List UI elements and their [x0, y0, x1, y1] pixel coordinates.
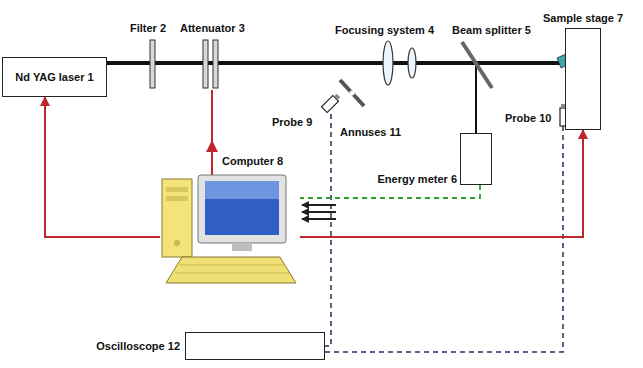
- sample-stage-box: Sample stage 7: [565, 28, 601, 130]
- probe-9: [322, 93, 342, 113]
- input-arrow: [302, 204, 336, 206]
- signal-connector: [300, 130, 583, 237]
- part-label: Filter 2: [130, 22, 166, 35]
- laser-box: Nd YAG laser 1: [2, 57, 107, 97]
- signal-connector: [45, 97, 160, 237]
- signal-connector: [300, 185, 480, 198]
- lens: [383, 41, 393, 85]
- part-label: Probe 10: [505, 112, 551, 125]
- node-label: Sample stage 7: [543, 12, 623, 25]
- beam-splitter: [462, 42, 492, 88]
- part-label: Probe 9: [272, 116, 312, 129]
- node-label: Computer 8: [222, 155, 283, 168]
- attenuator-plate: [203, 40, 208, 88]
- part-label: Focusing system 4: [335, 24, 434, 37]
- node-label: Nd YAG laser 1: [15, 71, 93, 84]
- split-beam: [475, 63, 477, 133]
- lens: [408, 48, 416, 78]
- input-arrow: [302, 211, 336, 213]
- input-arrow: [302, 218, 336, 220]
- part-label: Annuses 11: [340, 126, 401, 139]
- wire-arrow: [206, 140, 218, 152]
- probe-cable: [325, 126, 563, 352]
- computer-illustration: [160, 155, 300, 290]
- laser-beam: [107, 61, 565, 65]
- filter-plate: [150, 40, 155, 88]
- probe-cable: [325, 114, 331, 346]
- part-label: Beam splitter 5: [452, 24, 531, 37]
- annulus-plate: [340, 80, 364, 106]
- energy-meter-box: Energy meter 6: [460, 133, 492, 185]
- node-label: Energy meter 6: [378, 173, 457, 186]
- computer-node: Computer 8: [160, 155, 300, 290]
- control-wire: [211, 90, 213, 175]
- attenuator-plate: [213, 40, 218, 88]
- oscilloscope-box: Oscilloscope 12: [185, 332, 325, 360]
- part-label: Attenuator 3: [180, 22, 245, 35]
- node-label: Oscilloscope 12: [96, 340, 180, 353]
- annulus-hole: [350, 91, 355, 96]
